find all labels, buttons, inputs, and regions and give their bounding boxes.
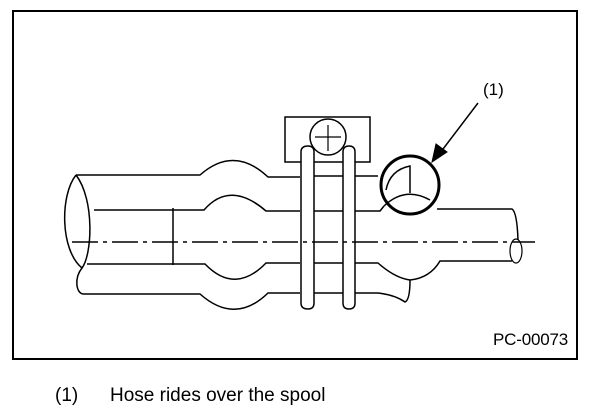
callout-label-1: (1): [483, 80, 504, 99]
callout-arrow: [431, 102, 479, 164]
detail-circle: [379, 154, 441, 216]
caption-text: Hose rides over the spool: [110, 385, 326, 406]
caption-marker: (1): [55, 385, 79, 406]
figure-border-lines: [12, 10, 578, 360]
caption: (1) Hose rides over the spool: [55, 385, 325, 407]
hose: [63, 159, 300, 310]
spool-pipe: [355, 175, 523, 303]
arrow-head-icon: [431, 143, 448, 164]
figure-id: PC-00073: [493, 330, 568, 349]
hose-clamp: [284, 116, 371, 310]
